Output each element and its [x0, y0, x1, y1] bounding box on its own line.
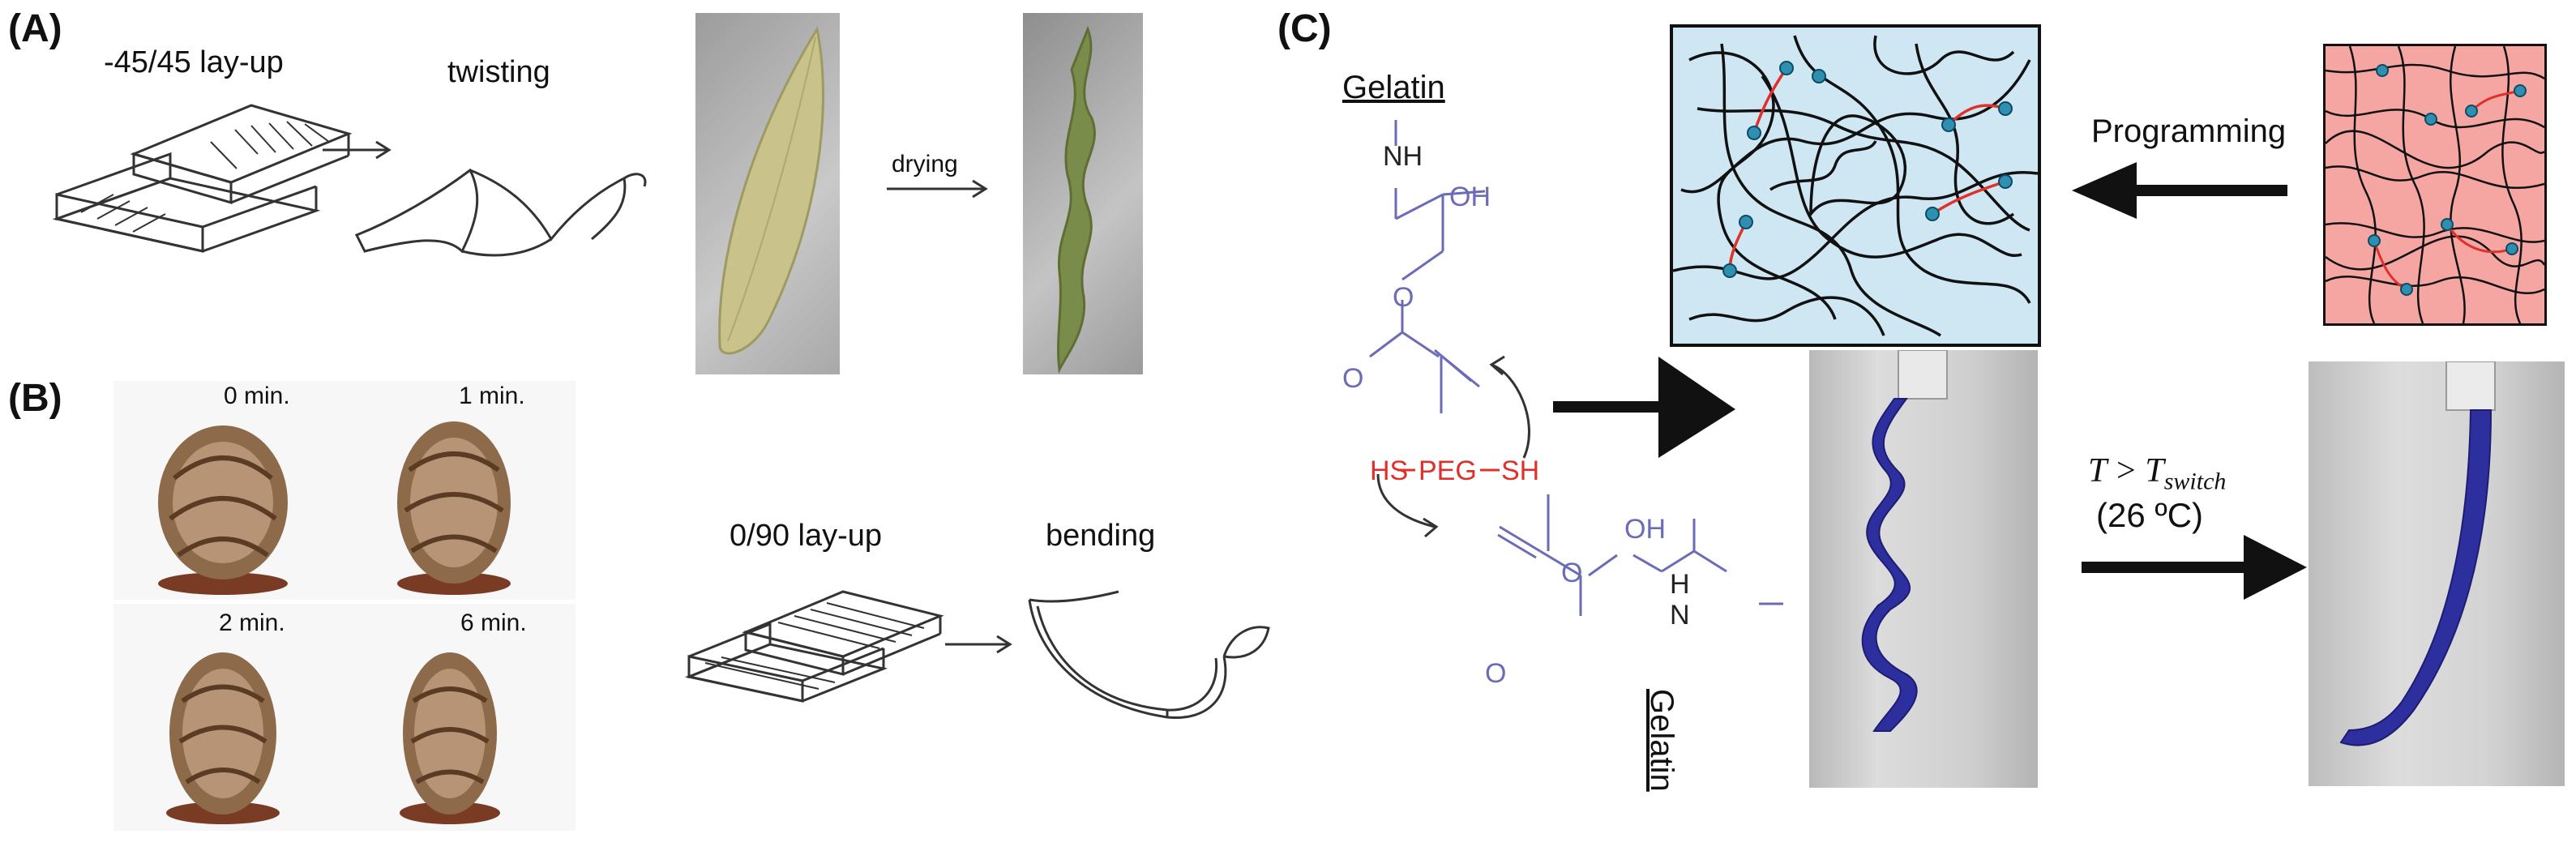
- nh-label: NH: [1383, 141, 1423, 172]
- arrow-to-bending: [945, 635, 1012, 654]
- panel-a-label: (A): [8, 7, 62, 50]
- panel-c-label: (C): [1277, 7, 1332, 50]
- arrow-to-twisting: [323, 140, 392, 160]
- reaction-to-network-arrow: [1553, 357, 1735, 458]
- carbonyl-o-bottom: O: [1485, 658, 1507, 689]
- time-label-0: 0 min.: [224, 383, 290, 409]
- condition-sub: switch: [2163, 468, 2227, 495]
- pinecone-photo-2min: [113, 604, 332, 831]
- peg-label: PEG: [1419, 455, 1477, 486]
- sh-label: SH: [1501, 455, 1540, 486]
- gelatin-bottom-label: Gelatin: [1644, 689, 1680, 792]
- condition-temperature: (26 ºC): [2096, 496, 2204, 534]
- ester-o-bottom: O: [1561, 558, 1583, 588]
- chem-bonds: [1369, 120, 1783, 616]
- h-label: H: [1670, 569, 1690, 600]
- n-label: N: [1670, 600, 1690, 631]
- bending-label: bending: [1046, 519, 1156, 553]
- arrow-drying: [887, 179, 988, 199]
- twisting-ribbon-sketch: [354, 168, 647, 257]
- carbonyl-o-top: O: [1342, 363, 1364, 394]
- panel-b-label: (B): [8, 377, 62, 420]
- helical-ribbon-photo: [1809, 350, 2038, 788]
- seed-pod-dried-photo: [1023, 13, 1143, 374]
- pinecone-photo-1min: [332, 381, 576, 600]
- layup-bend-label: 0/90 lay-up: [730, 519, 883, 553]
- condition-t: T: [2088, 452, 2107, 490]
- condition-expression: T > Tswitch: [2088, 451, 2226, 495]
- time-label-6: 6 min.: [460, 609, 527, 636]
- twisting-label: twisting: [447, 55, 550, 89]
- time-label-2: 2 min.: [219, 609, 285, 636]
- condition-gt: >: [2116, 452, 2136, 490]
- layup-twist-label: -45/45 lay-up: [104, 45, 284, 79]
- programming-label: Programming: [2091, 113, 2287, 149]
- time-label-1: 1 min.: [459, 383, 525, 409]
- condition-tswitch: T: [2145, 452, 2164, 490]
- bent-ribbon-photo: [2309, 361, 2565, 786]
- gelatin-top-label: Gelatin: [1342, 70, 1445, 105]
- heating-arrow: [2082, 535, 2307, 600]
- laminate-0-90-sketch: [684, 590, 944, 703]
- oh-bottom-label: OH: [1624, 514, 1666, 545]
- bending-sheet-sketch: [1028, 590, 1270, 720]
- laminate-45-sketch: [52, 104, 353, 253]
- hs-label: HS: [1370, 455, 1409, 486]
- drying-label: drying: [892, 151, 958, 177]
- seed-pod-fresh-photo: [695, 13, 840, 374]
- ester-o-top: O: [1393, 282, 1414, 313]
- pinecone-photo-0min: [113, 381, 332, 600]
- oh-top-label: OH: [1449, 182, 1491, 212]
- programmed-network-diagram: [1670, 24, 2041, 347]
- original-network-diagram: [2323, 44, 2547, 326]
- programming-arrow: [2072, 162, 2287, 219]
- pinecone-photo-6min: [332, 604, 576, 831]
